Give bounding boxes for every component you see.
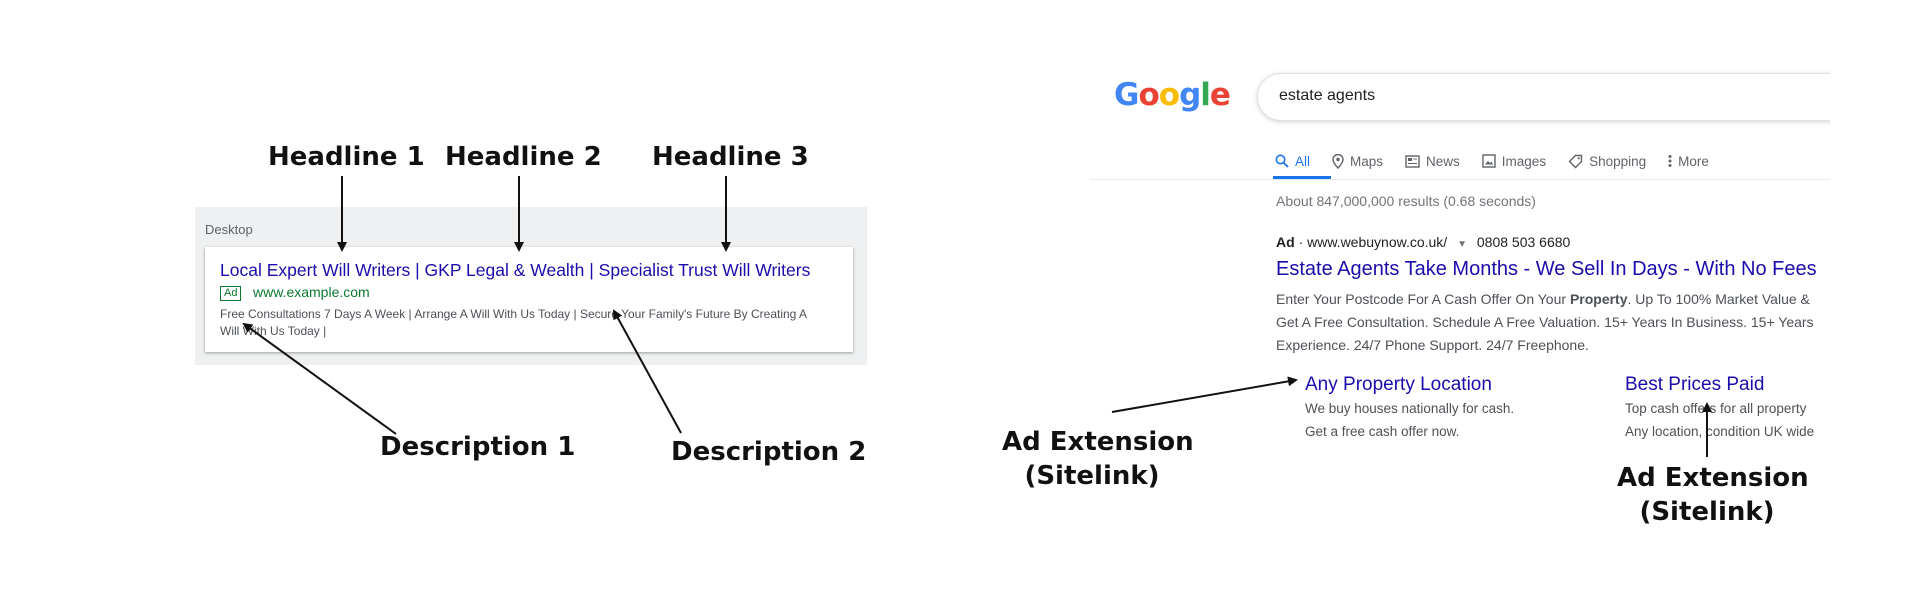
tabs-divider (1090, 179, 1830, 180)
description-1-callout: Description 1 (380, 432, 576, 462)
active-tab-indicator (1273, 176, 1331, 179)
logo-letter: g (1179, 77, 1201, 113)
sitelink-2-line1: Top cash offers for all property (1625, 401, 1807, 416)
tab-images[interactable]: Images (1482, 146, 1546, 176)
google-logo[interactable]: Google (1114, 77, 1231, 113)
ad-preview-card: Local Expert Will Writers | GKP Legal & … (205, 247, 853, 352)
ad-extension-right-callout: Ad Extension (Sitelink) (1617, 461, 1809, 529)
logo-letter: o (1158, 77, 1180, 113)
serp-ad-desc-line1: Enter Your Postcode For A Cash Offer On … (1276, 288, 1830, 311)
sitelink-1-title[interactable]: Any Property Location (1305, 374, 1492, 395)
headline-3-callout: Headline 3 (652, 142, 809, 172)
tab-label: News (1426, 153, 1460, 169)
desktop-preview-panel: Desktop Local Expert Will Writers | GKP … (195, 207, 867, 365)
sitelink-1: Any Property Location We buy houses nati… (1305, 374, 1514, 443)
serp-ad-description: Enter Your Postcode For A Cash Offer On … (1276, 288, 1830, 357)
search-icon (1275, 154, 1289, 168)
description-2-arrow (613, 309, 682, 434)
tab-shopping[interactable]: Shopping (1568, 146, 1646, 176)
tab-label: All (1295, 153, 1311, 169)
search-tabs: All Maps News Images Shopping More (1275, 146, 1709, 176)
sitelink-2: Best Prices Paid Top cash offers for all… (1625, 374, 1814, 443)
tab-maps[interactable]: Maps (1332, 146, 1383, 176)
sitelink-2-line2: Any location, condition UK wide (1625, 424, 1815, 439)
tab-all[interactable]: All (1275, 146, 1310, 176)
ad-extension-left-arrow (1111, 376, 1298, 413)
tab-label: More (1678, 153, 1709, 169)
search-query-text: estate agents (1279, 87, 1376, 104)
tab-label: Maps (1350, 153, 1384, 169)
ad-display-url[interactable]: www.example.com (253, 284, 370, 300)
sitelink-1-line1: We buy houses nationally for cash. (1305, 401, 1515, 416)
image-icon (1482, 154, 1496, 168)
logo-letter: l (1200, 77, 1211, 113)
separator: · (1298, 234, 1308, 250)
search-input[interactable]: estate agents (1257, 73, 1830, 121)
more-vert-icon (1668, 155, 1672, 167)
description-2-callout: Description 2 (671, 437, 867, 467)
description-1-arrow (242, 322, 397, 435)
caret-down-icon[interactable]: ▼ (1457, 239, 1467, 250)
tab-label: Shopping (1589, 153, 1647, 169)
device-label: Desktop (205, 222, 253, 237)
sitelink-2-title[interactable]: Best Prices Paid (1625, 374, 1765, 395)
ad-extension-left-line1: Ad Extension (1002, 427, 1194, 457)
results-stats: About 847,000,000 results (0.68 seconds) (1276, 193, 1536, 209)
logo-letter: o (1138, 77, 1159, 113)
serp-ad-meta: Ad · www.webuynow.co.uk/ ▼ 0808 503 6680 (1276, 234, 1570, 250)
tag-icon (1568, 154, 1583, 168)
ad-extension-left-callout: Ad Extension (Sitelink) (1002, 425, 1194, 493)
news-icon (1405, 154, 1420, 168)
ad-extension-right-line2: (Sitelink) (1639, 497, 1775, 527)
tab-label: Images (1501, 153, 1547, 169)
tab-more[interactable]: More (1668, 146, 1709, 176)
serp-ad-phone[interactable]: 0808 503 6680 (1476, 234, 1571, 250)
logo-letter: e (1209, 77, 1231, 113)
desc-text: . Up To 100% Market Value & (1627, 291, 1810, 307)
serp-ad-desc-line2: Get A Free Consultation. Schedule A Free… (1276, 314, 1814, 330)
ad-extension-left-line2: (Sitelink) (1024, 461, 1160, 491)
serp-ad-badge: Ad (1276, 234, 1295, 250)
ad-headline[interactable]: Local Expert Will Writers | GKP Legal & … (220, 260, 811, 280)
ad-extension-right-line1: Ad Extension (1617, 463, 1809, 493)
tab-news[interactable]: News (1405, 146, 1460, 176)
desc-text: Enter Your Postcode For A Cash Offer On … (1276, 291, 1570, 307)
serp-ad-desc-line3: Experience. 24/7 Phone Support. 24/7 Fre… (1276, 337, 1589, 353)
ad-badge: Ad (220, 286, 242, 301)
logo-letter: G (1114, 77, 1139, 113)
desc-bold-text: Property (1569, 291, 1628, 307)
map-pin-icon (1332, 153, 1344, 169)
sitelink-1-line2: Get a free cash offer now. (1305, 424, 1460, 439)
google-serp: Google estate agents All Maps News Image… (1090, 60, 1830, 530)
headline-2-callout: Headline 2 (445, 142, 602, 172)
serp-ad-headline[interactable]: Estate Agents Take Months - We Sell In D… (1276, 258, 1817, 280)
serp-ad-url[interactable]: www.webuynow.co.uk/ (1307, 234, 1448, 250)
headline-1-callout: Headline 1 (268, 142, 425, 172)
